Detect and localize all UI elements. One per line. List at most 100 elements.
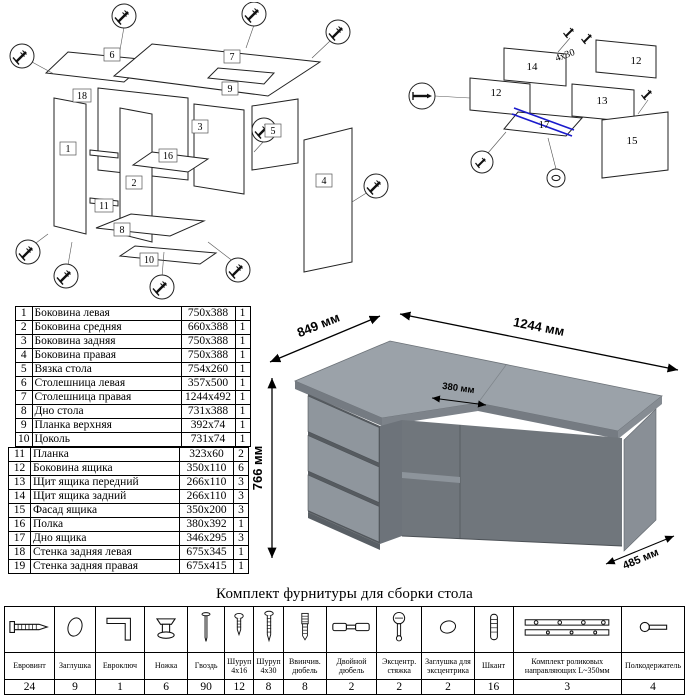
rail-11a: [89, 149, 119, 159]
drawer-front-3: [307, 474, 380, 543]
hardware-item-name: Евровинт: [4, 652, 55, 680]
parts-cell-num: 2: [15, 320, 33, 335]
parts-cell-name: Щит ящика задний: [30, 489, 180, 504]
hardware-item-name: Комплект роликовых направляющих L~350мм: [512, 652, 622, 680]
parts-cell-qty: 1: [233, 545, 249, 560]
drawer-facade-15: [601, 111, 669, 179]
parts-cell-size: 392x74: [180, 418, 236, 433]
panel-mid-2: [119, 107, 153, 243]
parts-cell-name: Боковина средняя: [31, 320, 182, 335]
panel-right-4: [303, 127, 353, 273]
parts-cell-name: Столешница левая: [31, 376, 182, 391]
parts-cell-size: 754x260: [180, 362, 236, 377]
parts-cell-name: Фасад ящика: [30, 503, 180, 518]
parts-cell-name: Дно стола: [31, 404, 182, 419]
hardware-item-name: Шуруп 4x16: [224, 652, 255, 680]
drawer-front-2: [307, 435, 380, 503]
wood-dowel-icon: [473, 606, 514, 653]
hardware-item-qty: 2: [326, 679, 377, 695]
dimension-arrows: [267, 311, 679, 565]
parts-cell-size: 350x200: [179, 503, 234, 518]
hardware-item-qty: 90: [187, 679, 226, 695]
parts-cell-num: 4: [15, 348, 33, 363]
parts-cell-qty: 1: [234, 334, 251, 349]
desk-edge-front-right: [478, 403, 618, 439]
dim-niche: 380 мм: [441, 381, 475, 396]
parts-cell-qty: 6: [233, 461, 249, 476]
pedestal-side: [380, 420, 402, 544]
hardware-icons-row: [4, 606, 686, 653]
parts-cell-num: 3: [15, 334, 33, 349]
parts-cell-size: 675x415: [179, 559, 234, 574]
parts-cell-qty: 3: [233, 503, 249, 518]
svg-text:3: 3: [198, 122, 203, 133]
right-end-panel: [623, 408, 657, 552]
parts-cell-name: Щит ящика передний: [30, 475, 180, 490]
parts-cell-size: 750x388: [180, 306, 236, 321]
parts-cell-num: 19: [8, 559, 31, 574]
parts-cell-name: Стенка задняя правая: [30, 559, 180, 574]
part-number-labels: 6 7 18 1 9 16 2 3 5 8 11 10 4: [59, 47, 333, 267]
hardware-item-name: Заглушка для эксцентрика: [421, 652, 475, 680]
parts-cell-qty: 1: [234, 376, 251, 391]
hardware-item-name: Заглушка: [53, 652, 97, 680]
hex-key-icon: [95, 606, 145, 653]
svg-text:12: 12: [491, 87, 502, 99]
hardware-item-name: Эксцентр. стяжка: [375, 652, 423, 680]
parts-cell-qty: 1: [234, 362, 251, 377]
guide-highlight: [511, 107, 575, 137]
parts-cell-num: 17: [8, 531, 31, 546]
parts-cell-name: Планка верхняя: [31, 418, 182, 433]
svg-text:13: 13: [597, 95, 609, 107]
parts-cell-num: 18: [8, 545, 31, 560]
hardware-item-qty: 4: [620, 679, 686, 695]
svg-text:15: 15: [627, 135, 639, 147]
panel-back-mid-3: [193, 103, 245, 195]
desk-edge-right-end: [618, 396, 662, 439]
parts-cell-num: 10: [15, 432, 33, 447]
parts-cell-size: 750x388: [180, 334, 236, 349]
parts-cell-name: Дно ящика: [30, 531, 180, 546]
parts-cell-num: 1: [15, 306, 33, 321]
parts-cell-num: 12: [8, 461, 31, 476]
parts-cell-qty: 1: [233, 559, 249, 574]
dim-width: 1244 мм: [512, 314, 566, 339]
hardware-item-name: Евроключ: [95, 652, 145, 680]
hardware-item-name: Шуруп 4x30: [253, 652, 284, 680]
svg-text:2: 2: [132, 178, 137, 189]
parts-cell-size: 1244x492: [180, 390, 236, 405]
parts-cell-name: Столешница правая: [31, 390, 182, 405]
leader-lines: [31, 24, 369, 278]
hardware-callouts: [9, 2, 389, 300]
desk-exploded-diagram: 6 7 18 1 9 16 2 3 5 8 11 10 4: [9, 2, 389, 300]
parts-cell-name: Цоколь: [31, 432, 182, 447]
hardware-callouts: [408, 27, 653, 188]
parts-cell-size: 357x500: [180, 376, 236, 391]
svg-text:1: 1: [66, 144, 71, 155]
drawer-front-1: [307, 395, 380, 464]
drawer-back-14: [503, 47, 567, 87]
cap-icon: [53, 606, 97, 653]
screw-in-dowel-icon: [282, 606, 328, 653]
parts-cell-name: Боковина ящика: [30, 461, 180, 476]
desk-edge-front-left: [295, 381, 382, 426]
hardware-item-name: Ввинчив. дюбель: [282, 652, 328, 680]
under-desk-recess: [402, 420, 622, 546]
parts-cell-qty: 1: [234, 306, 251, 321]
desk-render: 849 мм 1244 мм 766 мм 380 мм 485 мм: [250, 310, 679, 572]
hardware-kit-title: Комплект фурнитуры для сборки стола: [216, 586, 473, 602]
svg-text:11: 11: [99, 201, 109, 212]
svg-text:18: 18: [77, 91, 87, 102]
